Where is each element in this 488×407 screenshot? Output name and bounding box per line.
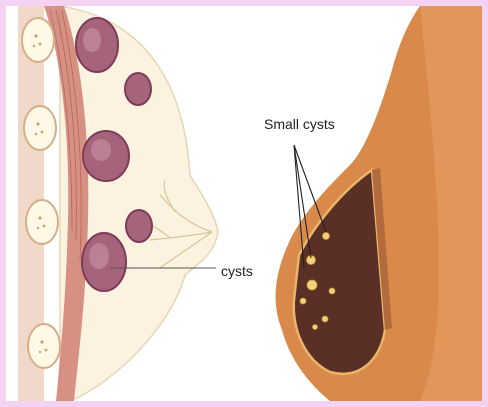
small-cysts-label: Small cysts <box>264 116 335 132</box>
cysts-label: cysts <box>221 263 253 279</box>
